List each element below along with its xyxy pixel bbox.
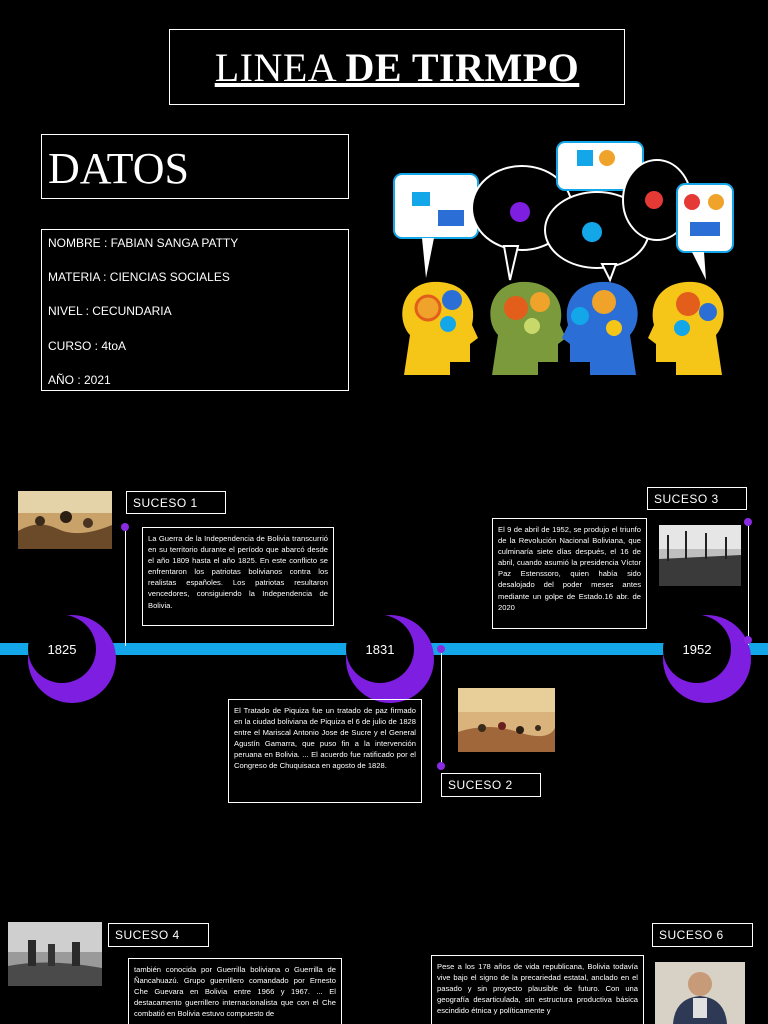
- connector-dot-1: [121, 523, 129, 531]
- info-level: NIVEL : CECUNDARIA: [48, 304, 172, 318]
- page-title: LINEA DE TIRMPO: [214, 44, 580, 90]
- suceso-3-label: SUCESO 3: [647, 487, 747, 510]
- heads-with-gears-icon: [402, 281, 724, 375]
- suceso-4-label: SUCESO 4: [108, 923, 209, 947]
- datos-heading-box: DATOS: [41, 134, 349, 199]
- suceso-3-photo: [659, 525, 741, 586]
- connector-dot-2b: [437, 762, 445, 770]
- title-box: LINEA DE TIRMPO: [169, 29, 625, 105]
- connector-2: [441, 650, 442, 765]
- suceso-6-text: Pese a los 178 años de vida republicana,…: [431, 955, 644, 1024]
- suceso-4-photo: [8, 922, 102, 986]
- info-year: AÑO : 2021: [48, 373, 111, 387]
- node-year-1952: 1952: [663, 615, 731, 683]
- connector-3: [748, 523, 749, 645]
- suceso-6-label: SUCESO 6: [652, 923, 753, 947]
- info-course: CURSO : 4toA: [48, 339, 127, 353]
- connector-dot-3: [744, 518, 752, 526]
- datos-heading: DATOS: [48, 144, 190, 193]
- connector-1: [125, 528, 126, 646]
- education-illustration: [393, 141, 734, 375]
- suceso-3-text: El 9 de abril de 1952, se produjo el tri…: [492, 518, 647, 629]
- suceso-6-portrait: [655, 962, 745, 1024]
- suceso-2-text: El Tratado de Piquiza fue un tratado de …: [228, 699, 422, 803]
- suceso-1-text: La Guerra de la Independencia de Bolivia…: [142, 527, 334, 626]
- suceso-2-label: SUCESO 2: [441, 773, 541, 797]
- connector-dot-3b: [744, 636, 752, 644]
- connector-dot-2: [437, 645, 445, 653]
- suceso-1-painting: [18, 491, 112, 549]
- info-name: NOMBRE : FABIAN SANGA PATTY: [48, 236, 239, 250]
- node-year-1825: 1825: [28, 615, 96, 683]
- suceso-2-painting: [458, 688, 555, 752]
- info-box: NOMBRE : FABIAN SANGA PATTY MATERIA : CI…: [41, 229, 349, 391]
- suceso-1-label: SUCESO 1: [126, 491, 226, 514]
- speech-bubbles-icon: [393, 141, 734, 283]
- suceso-4-text: también conocida por Guerrilla boliviana…: [128, 958, 342, 1024]
- info-subject: MATERIA : CIENCIAS SOCIALES: [48, 270, 230, 284]
- node-year-1831: 1831: [346, 615, 414, 683]
